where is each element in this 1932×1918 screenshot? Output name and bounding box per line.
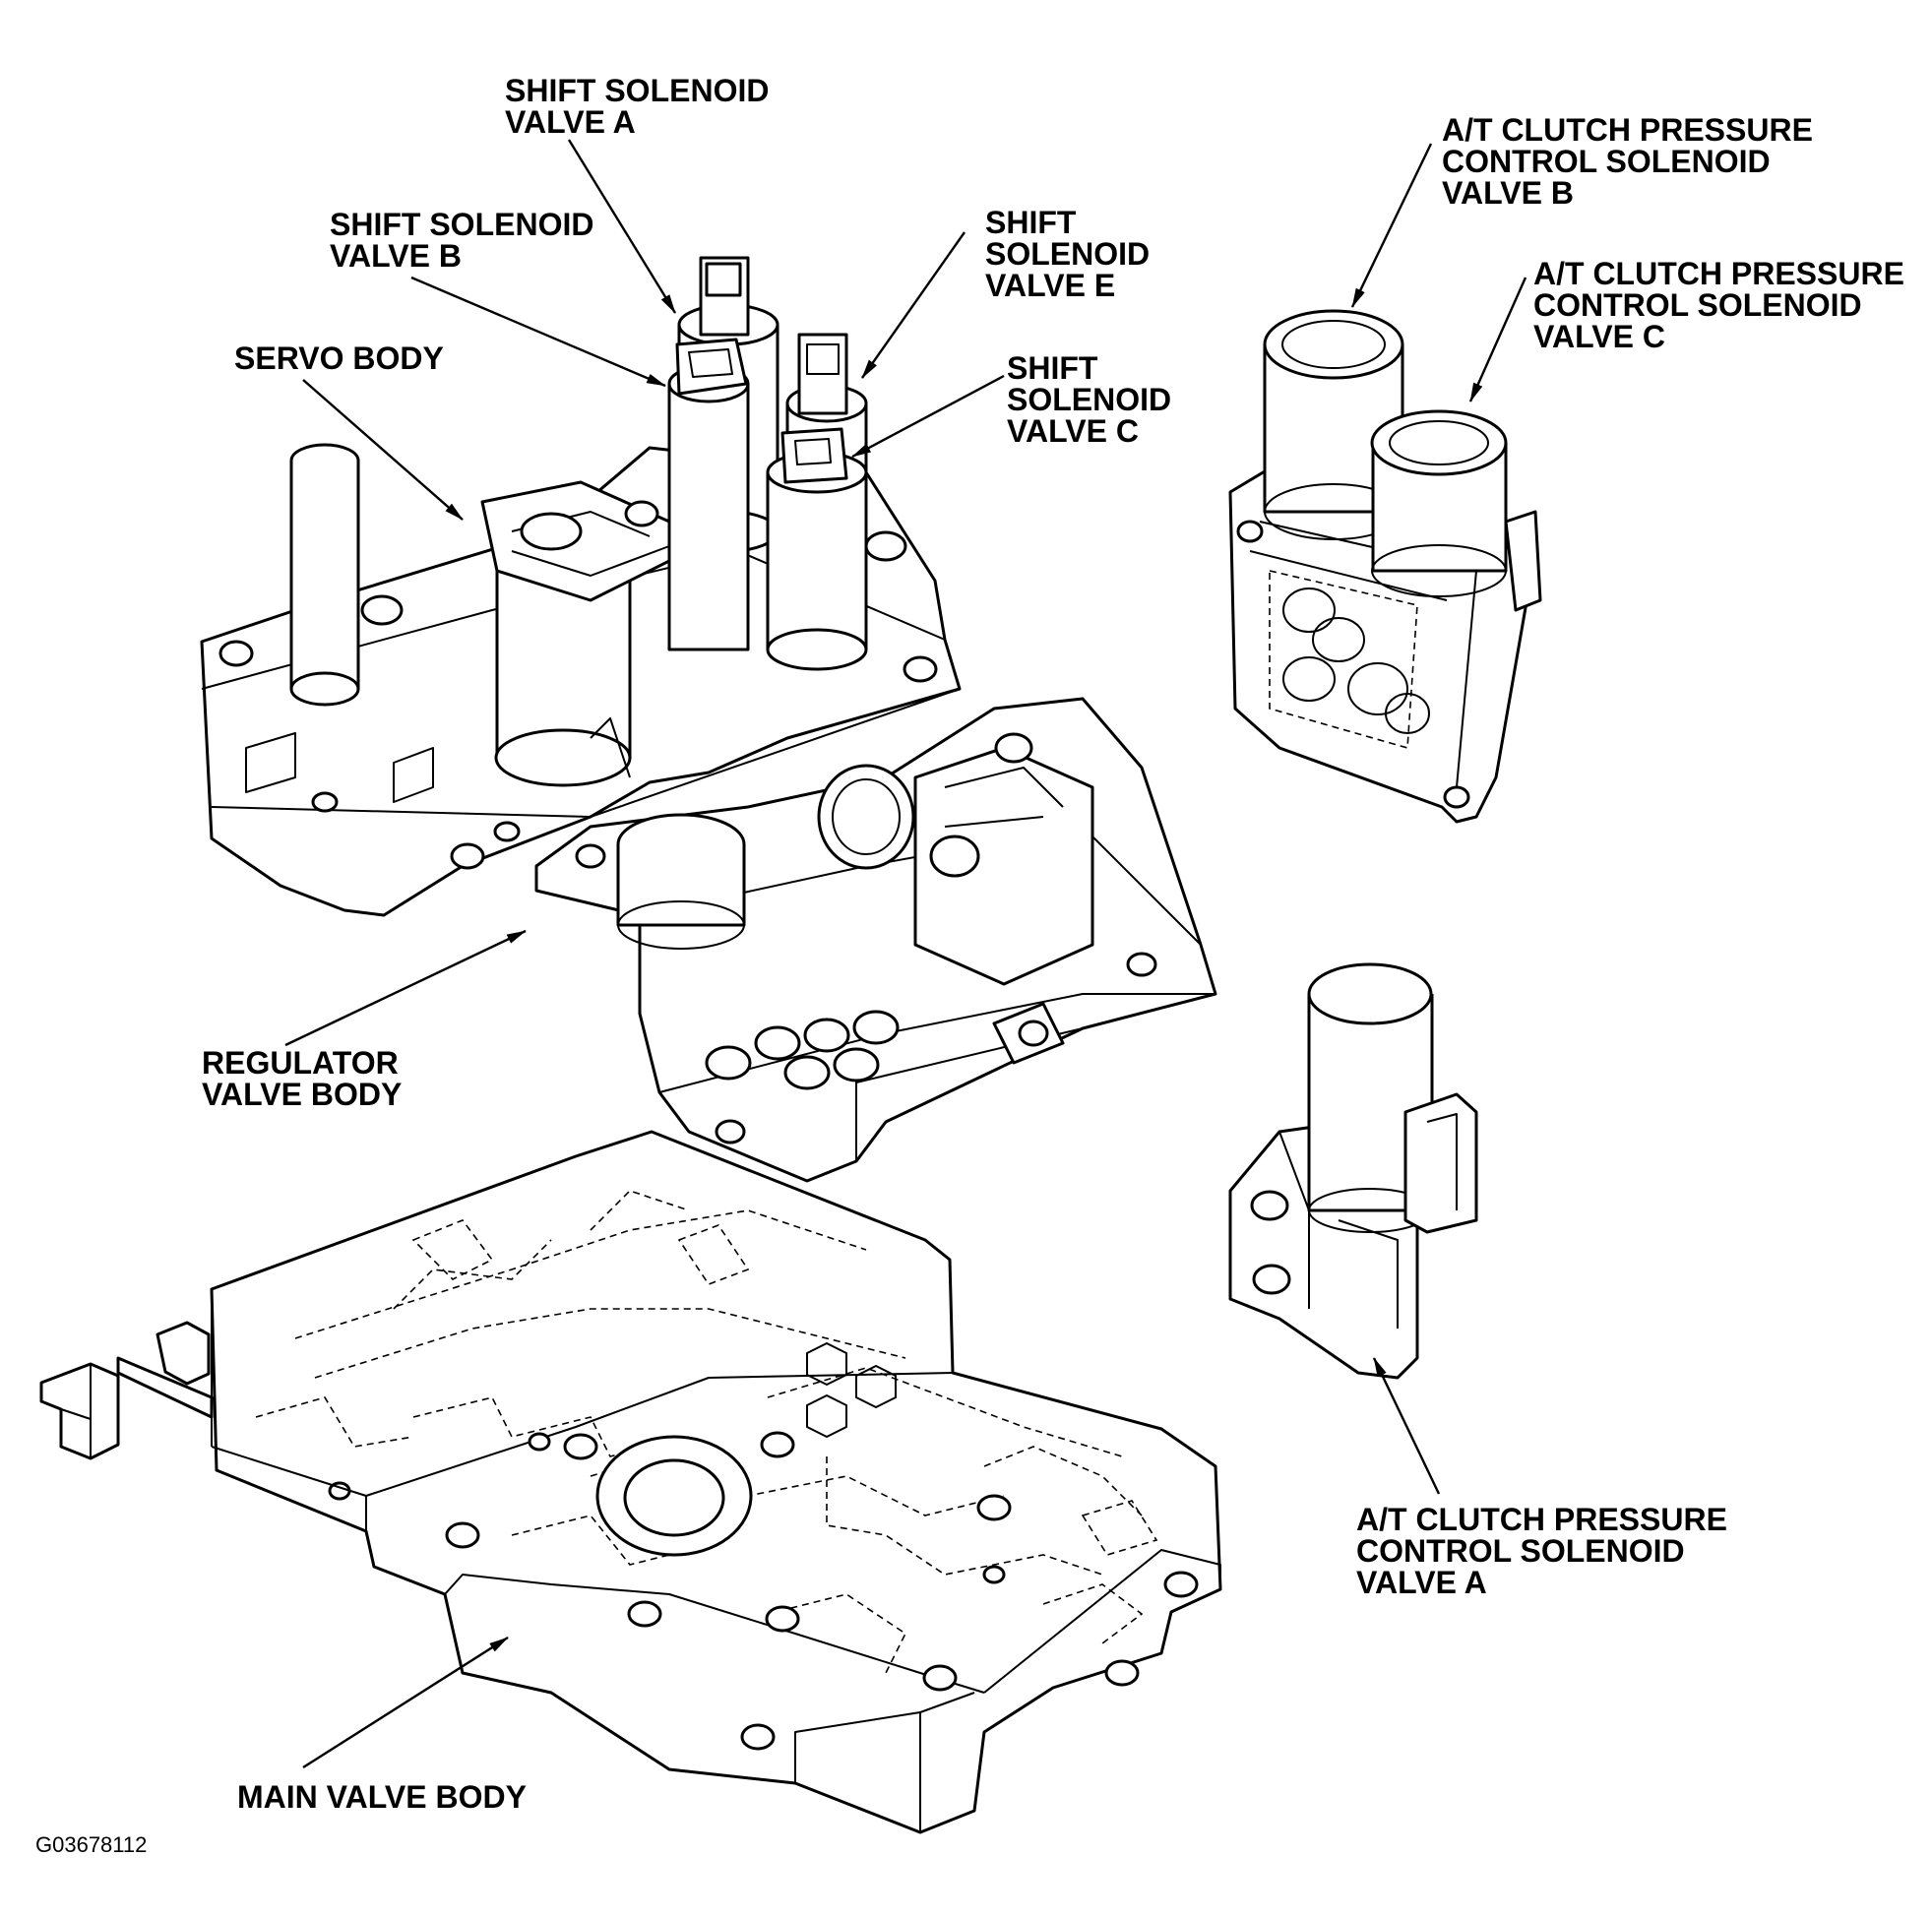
label-regulator-valve-body: REGULATOR VALVE BODY [202, 1047, 402, 1110]
label-at-clutch-pressure-valve-c: A/T CLUTCH PRESSURE CONTROL SOLENOID VAL… [1533, 258, 1904, 352]
arrow-at-clutch-b [1350, 143, 1433, 308]
label-line: SERVO BODY [234, 340, 444, 376]
label-line: REGULATOR [202, 1045, 399, 1081]
arrow-shift-solenoid-c [851, 374, 1005, 459]
label-at-clutch-pressure-valve-a: A/T CLUTCH PRESSURE CONTROL SOLENOID VAL… [1356, 1504, 1727, 1598]
label-line: CONTROL SOLENOID [1533, 287, 1862, 323]
figure-id: G03678112 [35, 1832, 148, 1857]
label-shift-solenoid-valve-c: SHIFT SOLENOID VALVE C [1007, 352, 1171, 447]
arrow-at-clutch-c [1468, 277, 1527, 402]
label-line: VALVE BODY [202, 1077, 403, 1112]
label-at-clutch-pressure-valve-b: A/T CLUTCH PRESSURE CONTROL SOLENOID VAL… [1442, 114, 1813, 209]
arrow-servo-body [302, 379, 464, 521]
label-shift-solenoid-valve-b: SHIFT SOLENOID VALVE B [330, 209, 593, 272]
label-line: VALVE B [330, 238, 462, 274]
arrow-regulator-valve-body [284, 929, 527, 1047]
at-clutch-solenoid-bc [1228, 309, 1542, 824]
arrow-main-valve-body [302, 1636, 509, 1769]
label-line: VALVE C [1007, 413, 1139, 449]
label-line: MAIN VALVE BODY [237, 1779, 527, 1815]
label-main-valve-body: MAIN VALVE BODY [237, 1781, 527, 1813]
label-line: CONTROL SOLENOID [1442, 144, 1771, 179]
main-valve-body [39, 1130, 1222, 1834]
label-line: VALVE B [1442, 175, 1574, 211]
label-line: VALVE A [505, 104, 636, 140]
label-line: VALVE C [1533, 319, 1665, 354]
label-line: SHIFT SOLENOID [505, 73, 770, 108]
at-clutch-solenoid-a [1228, 962, 1478, 1380]
arrow-shift-solenoid-b [410, 276, 666, 388]
regulator-valve-body [534, 697, 1217, 1183]
label-shift-solenoid-valve-e: SHIFT SOLENOID VALVE E [985, 207, 1150, 301]
label-line: SHIFT [1007, 350, 1098, 386]
label-shift-solenoid-valve-a: SHIFT SOLENOID VALVE A [505, 75, 769, 138]
leader-arrows [284, 139, 1527, 1769]
label-line: SHIFT SOLENOID [330, 207, 594, 242]
label-line: A/T CLUTCH PRESSURE [1533, 256, 1904, 291]
label-line: SHIFT [985, 205, 1077, 240]
label-line: A/T CLUTCH PRESSURE [1442, 112, 1813, 148]
label-line: VALVE E [985, 268, 1116, 303]
label-line: SOLENOID [1007, 382, 1172, 417]
label-line: VALVE A [1356, 1565, 1487, 1600]
label-line: CONTROL SOLENOID [1356, 1533, 1685, 1569]
arrow-shift-solenoid-a [567, 139, 677, 314]
label-line: A/T CLUTCH PRESSURE [1356, 1502, 1727, 1537]
label-servo-body: SERVO BODY [234, 342, 444, 374]
label-line: SOLENOID [985, 236, 1151, 272]
arrow-at-clutch-a [1372, 1357, 1441, 1495]
arrow-shift-solenoid-e [861, 231, 966, 379]
servo-body [200, 256, 962, 917]
